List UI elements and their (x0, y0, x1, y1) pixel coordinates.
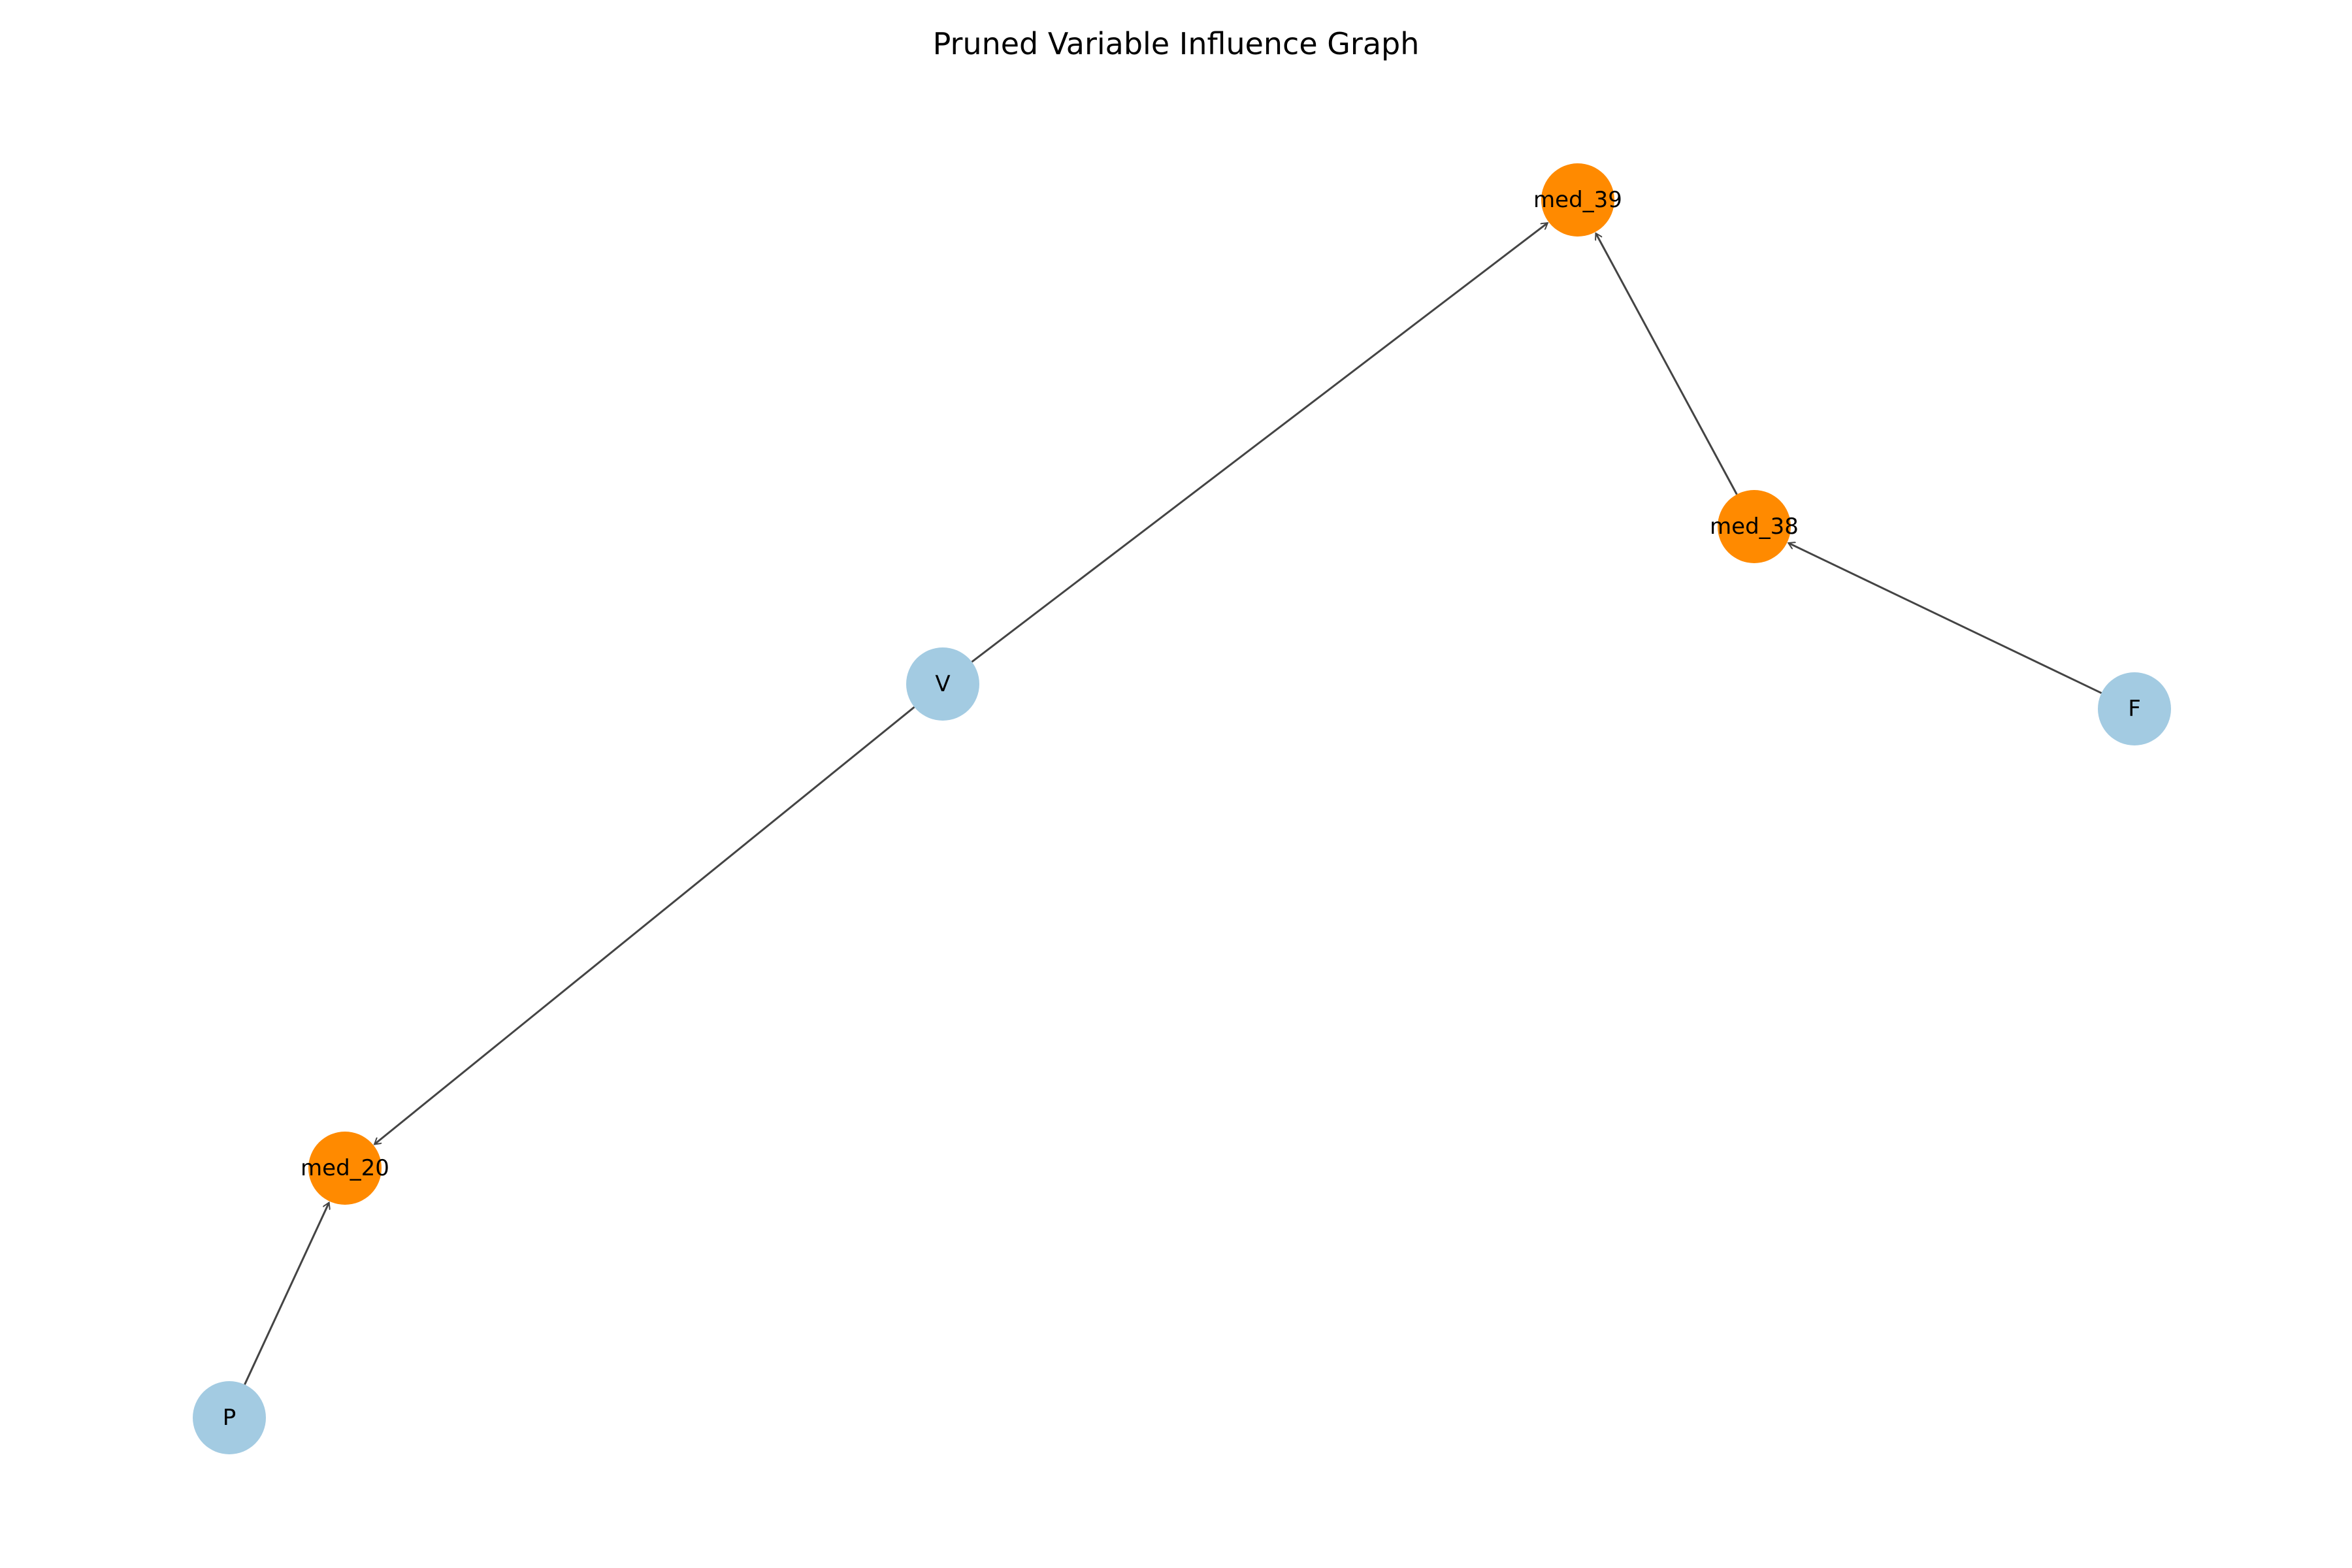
node-circle-med_39 (1541, 163, 1614, 237)
node-F: F (2098, 672, 2171, 745)
node-label-F: F (2128, 696, 2141, 722)
edge-F-to-med_38 (1788, 543, 2102, 694)
edge-med_38-to-med_39 (1596, 233, 1738, 495)
node-label-med_38: med_38 (1710, 514, 1799, 540)
node-circle-med_38 (1718, 490, 1791, 563)
node-circle-med_20 (308, 1132, 382, 1205)
node-med_20: med_20 (301, 1132, 389, 1205)
node-circle-V (906, 647, 979, 721)
node-circle-F (2098, 672, 2171, 745)
edge-V-to-med_20 (374, 706, 915, 1144)
node-V: V (906, 647, 979, 721)
edge-V-to-med_39 (971, 221, 1548, 663)
node-med_39: med_39 (1533, 163, 1622, 237)
node-label-med_20: med_20 (301, 1155, 389, 1181)
diagram-title: Pruned Variable Influence Graph (932, 26, 1420, 61)
node-P: P (193, 1381, 266, 1454)
edges-layer (244, 221, 2102, 1385)
node-med_38: med_38 (1710, 490, 1799, 563)
edge-P-to-med_20 (244, 1203, 329, 1385)
node-label-P: P (223, 1405, 237, 1431)
node-label-V: V (935, 671, 950, 697)
node-label-med_39: med_39 (1533, 187, 1622, 213)
node-circle-P (193, 1381, 266, 1454)
